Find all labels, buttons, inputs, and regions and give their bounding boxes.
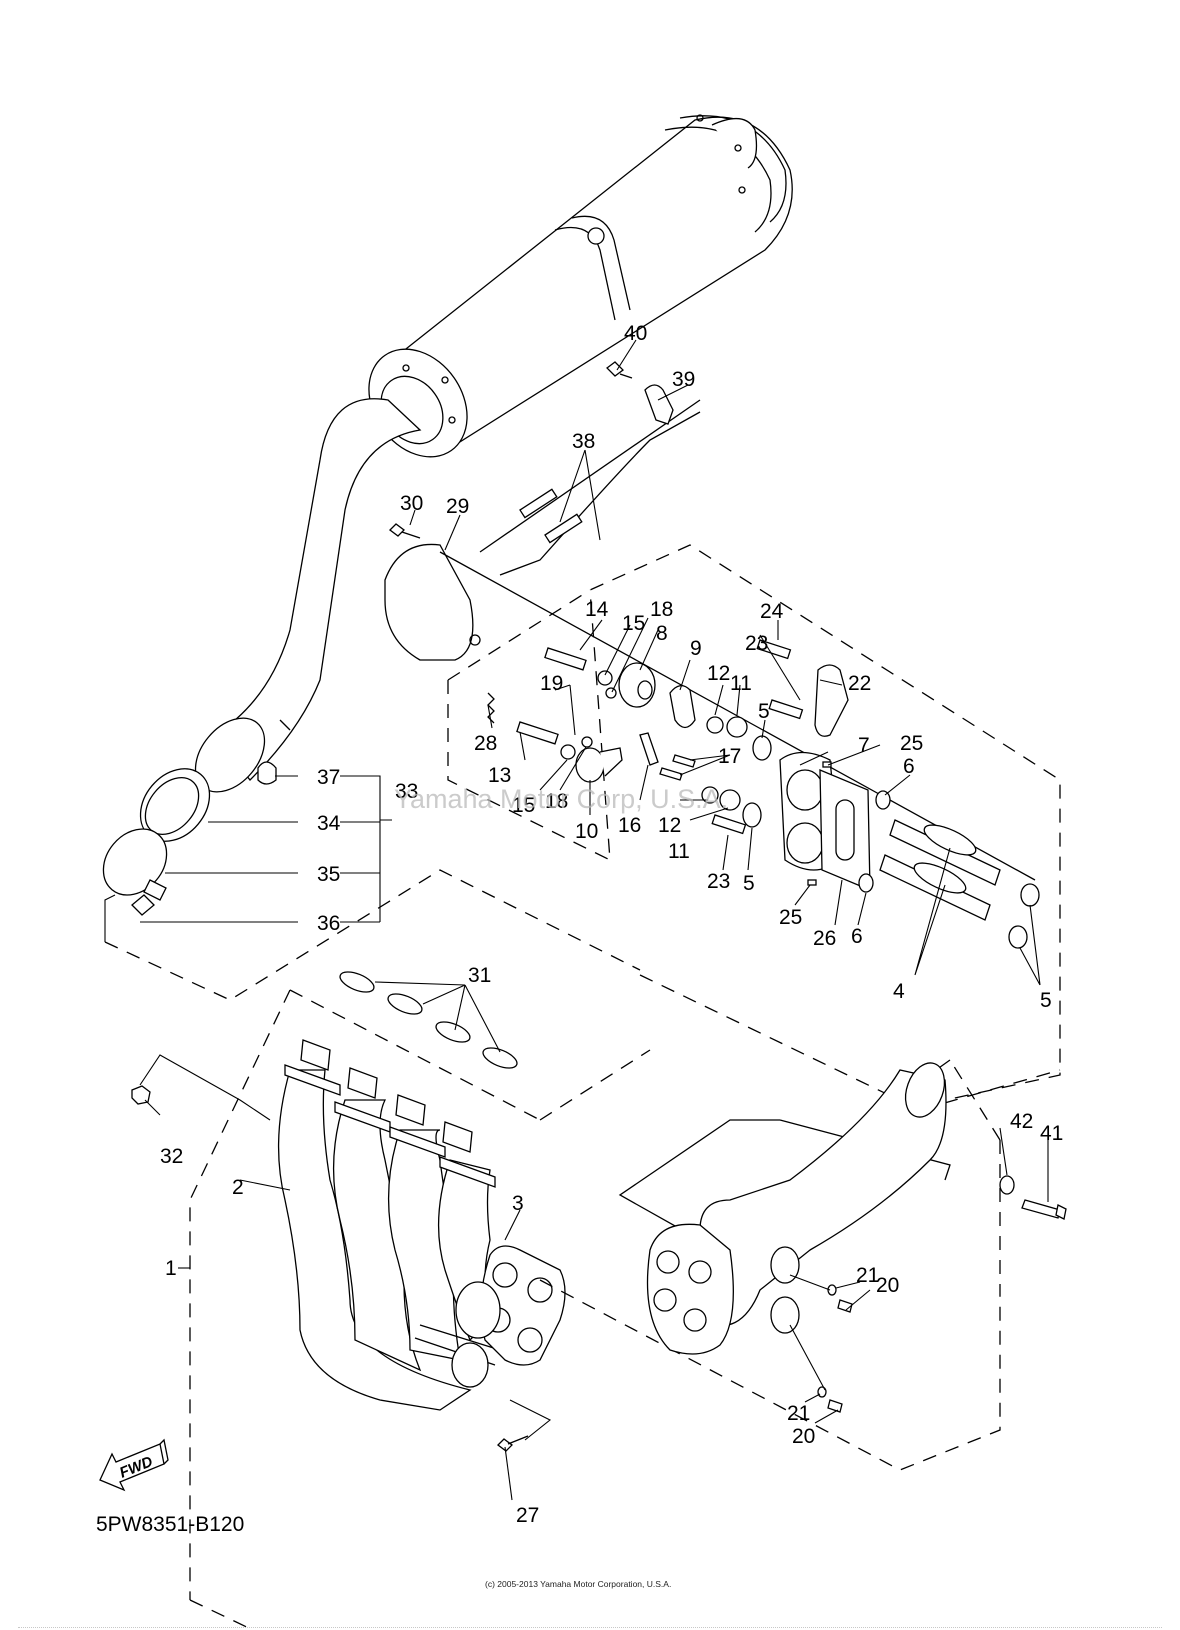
callout-18: 18: [650, 598, 673, 621]
callout-5c: 5: [1040, 989, 1052, 1012]
exhaust-header-pipes[interactable]: [277, 1039, 501, 1411]
callout-23b: 23: [707, 870, 730, 893]
link-pipe[interactable]: [182, 398, 422, 805]
callout-9: 9: [690, 637, 702, 660]
fwd-arrow-icon: FWD: [99, 1438, 169, 1492]
callout-14: 14: [585, 598, 609, 621]
callout-37: 37: [317, 766, 340, 789]
bolt-27[interactable]: [497, 1435, 529, 1452]
clip-39[interactable]: [644, 384, 674, 425]
mid-pipe-collector[interactable]: [646, 1058, 952, 1355]
callout-3: 3: [512, 1192, 524, 1215]
callout-leaders: [178, 339, 1049, 1424]
collector-flange[interactable]: [451, 1281, 501, 1388]
callout-31: 31: [468, 964, 491, 987]
callout-23: 23: [745, 632, 768, 655]
valve-actuator-parts[interactable]: [487, 639, 1040, 949]
callout-4: 4: [893, 980, 905, 1003]
callout-29: 29: [446, 495, 469, 518]
callout-12b: 12: [658, 814, 681, 837]
callout-15b: 15: [512, 794, 535, 817]
callout-25: 25: [900, 732, 923, 755]
callout-21b: 21: [787, 1402, 810, 1425]
watermark: Yamaha Motor Corp, U.S.A.: [394, 784, 728, 814]
callout-18b: 18: [545, 790, 568, 813]
gasket-3[interactable]: [480, 1245, 566, 1366]
valve-cover-29[interactable]: [384, 543, 481, 661]
callout-19: 19: [540, 672, 563, 695]
callout-13: 13: [488, 764, 511, 787]
callout-41: 41: [1040, 1122, 1063, 1145]
washer-42[interactable]: [999, 1175, 1015, 1195]
callout-11b: 11: [668, 840, 690, 863]
callout-20b: 20: [792, 1425, 815, 1448]
callout-5: 5: [758, 700, 770, 723]
clamp-parts[interactable]: [90, 755, 277, 916]
callout-22: 22: [848, 672, 871, 695]
callout-42: 42: [1010, 1110, 1033, 1133]
callout-36: 36: [317, 912, 340, 935]
screws-20[interactable]: [827, 1299, 853, 1413]
callout-6: 6: [903, 755, 915, 778]
callout-8: 8: [656, 622, 668, 645]
callout-6b: 6: [851, 925, 863, 948]
callout-16: 16: [618, 814, 641, 837]
fwd-label: FWD: [117, 1453, 155, 1482]
nut-32[interactable]: [131, 1085, 151, 1105]
callout-26: 26: [813, 927, 836, 950]
callout-40: 40: [624, 322, 647, 345]
bolt-41[interactable]: [1021, 1199, 1067, 1220]
callout-27: 27: [516, 1504, 539, 1527]
callout-labels: 40 39 38 30 29 24 14 18 15 8 9 23 22 19 …: [160, 322, 1063, 1527]
callout-38: 38: [572, 430, 595, 453]
diagram-code: 5PW8351-B120: [96, 1513, 244, 1536]
callout-15: 15: [622, 612, 645, 635]
callout-11: 11: [730, 672, 752, 695]
bottom-divider: [18, 1627, 1162, 1628]
callout-32: 32: [160, 1145, 183, 1168]
muffler-assembly[interactable]: [349, 114, 793, 476]
bolt-30[interactable]: [389, 523, 421, 539]
callout-7: 7: [858, 734, 870, 757]
callout-10: 10: [575, 820, 598, 843]
callout-35: 35: [317, 863, 340, 886]
callout-30: 30: [400, 492, 423, 515]
callout-5b: 5: [743, 872, 755, 895]
callout-28: 28: [474, 732, 497, 755]
cables-38[interactable]: [479, 399, 701, 576]
callout-17: 17: [718, 745, 741, 768]
callout-24: 24: [760, 600, 784, 623]
callout-39: 39: [672, 368, 695, 391]
callout-20: 20: [876, 1274, 899, 1297]
callout-12: 12: [707, 662, 730, 685]
callout-34: 34: [317, 812, 341, 835]
callout-25b: 25: [779, 906, 802, 929]
callout-2: 2: [232, 1176, 244, 1199]
bolt-40[interactable]: [606, 361, 633, 379]
callout-33: 33: [395, 780, 418, 803]
callout-21: 21: [856, 1264, 879, 1287]
washers-21[interactable]: [817, 1284, 837, 1398]
copyright-notice: (c) 2005-2013 Yamaha Motor Corporation, …: [485, 1579, 671, 1589]
callout-1: 1: [165, 1257, 177, 1280]
